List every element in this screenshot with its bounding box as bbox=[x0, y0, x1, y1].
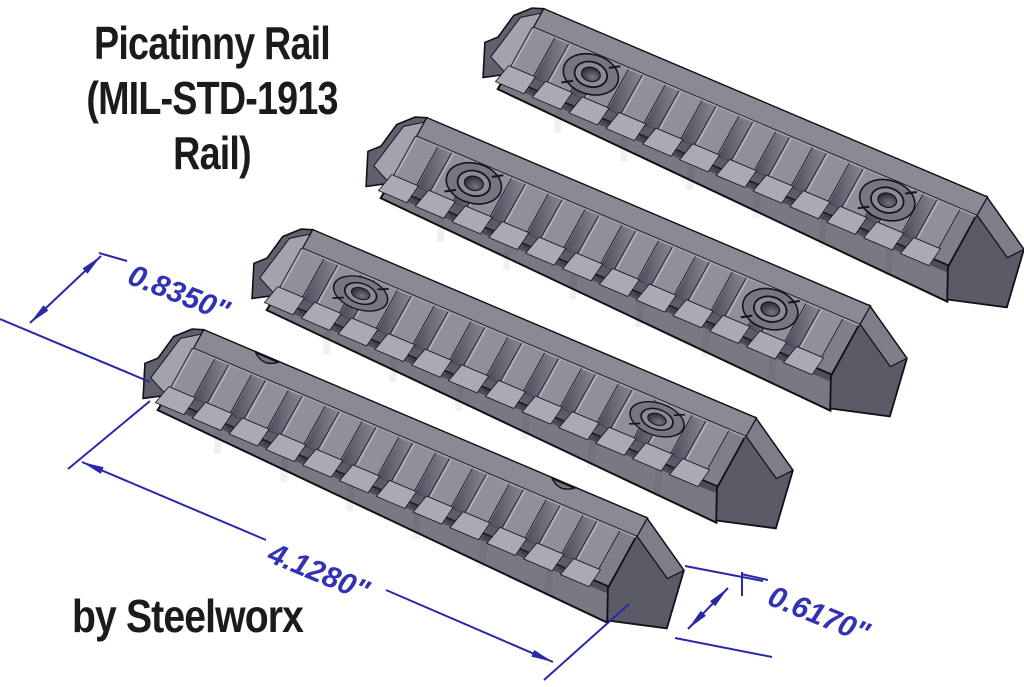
title-line-2: (MIL-STD-1913 Rail) bbox=[86, 72, 338, 179]
dimension-height-extension-top bbox=[684, 565, 764, 582]
dimension-height-line bbox=[687, 587, 729, 630]
dimension-width-extension-line bbox=[0, 318, 151, 383]
dimension-width-leader-tick bbox=[98, 252, 128, 262]
dimension-width-line bbox=[29, 255, 102, 324]
dimension-length-line-left bbox=[81, 461, 267, 541]
dimension-length-line-right bbox=[385, 589, 554, 663]
dimension-height-leader-tick bbox=[740, 572, 769, 596]
drawing-title: Picatinny Rail (MIL-STD-1913 Rail) bbox=[50, 16, 375, 181]
title-line-1: Picatinny Rail bbox=[94, 17, 331, 69]
dimension-length-extension-left bbox=[67, 400, 151, 470]
dimension-height-extension-bottom bbox=[674, 637, 773, 658]
credit-text: by Steelworx bbox=[72, 590, 304, 642]
dimension-height: 0.6170" bbox=[674, 565, 875, 658]
dimension-width-label: 0.8350" bbox=[123, 259, 234, 329]
dimension-height-label: 0.6170" bbox=[763, 580, 874, 651]
dimension-length-extension-right bbox=[543, 603, 630, 681]
